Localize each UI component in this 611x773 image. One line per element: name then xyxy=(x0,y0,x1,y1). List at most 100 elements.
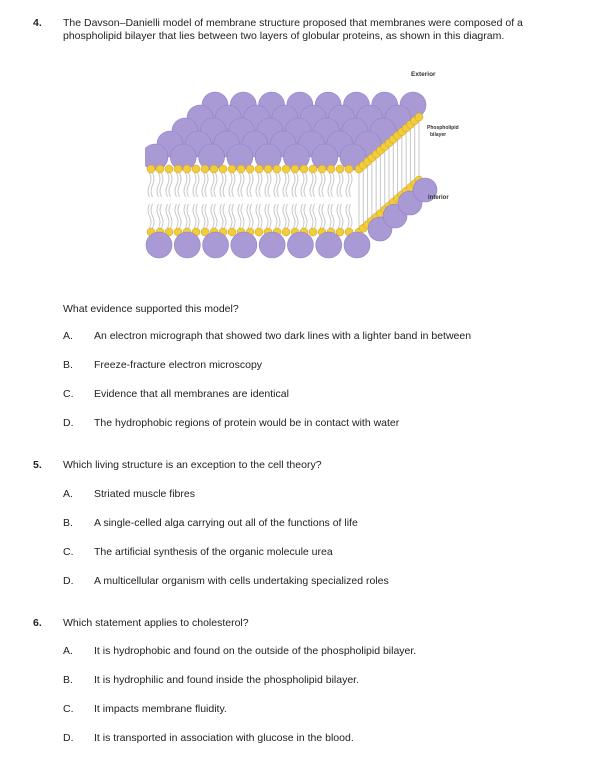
phospholipid-head xyxy=(272,164,282,174)
fatty-acid-tail xyxy=(339,172,344,198)
fatty-acid-tail xyxy=(183,203,188,229)
option-letter: A. xyxy=(63,645,73,657)
globular-protein xyxy=(258,231,286,259)
fatty-acid-tail xyxy=(210,172,215,198)
option-text: A single-celled alga carrying out all of… xyxy=(94,517,358,529)
fatty-acid-tail xyxy=(228,203,233,229)
globular-protein xyxy=(315,231,343,259)
fatty-acid-tail xyxy=(327,203,332,229)
phospholipid-head xyxy=(254,227,264,237)
option-text: An electron micrograph that showed two d… xyxy=(94,330,472,342)
fatty-acid-tail xyxy=(258,172,263,198)
fatty-acid-tail xyxy=(309,172,314,198)
fatty-acid-tail xyxy=(285,203,290,229)
phospholipid-head xyxy=(308,227,318,237)
option-text: The artificial synthesis of the organic … xyxy=(94,546,333,558)
fatty-acid-tail xyxy=(246,172,251,198)
fatty-acid-tail xyxy=(348,203,353,229)
fatty-acid-tail xyxy=(327,172,332,198)
phospholipid-label-line2: bilayer xyxy=(430,132,446,138)
phospholipid-head xyxy=(227,164,237,174)
option-letter: C. xyxy=(63,546,74,558)
fatty-acid-tail xyxy=(222,172,227,198)
globular-protein xyxy=(145,231,173,259)
option-text: It impacts membrane fluidity. xyxy=(94,703,227,715)
phospholipid-head xyxy=(317,164,327,174)
option-letter: B. xyxy=(63,674,73,686)
globular-protein xyxy=(173,231,201,259)
fatty-acid-tail xyxy=(264,172,269,198)
fatty-acid-tail xyxy=(237,172,242,198)
option-text: Evidence that all membranes are identica… xyxy=(94,388,289,400)
fatty-acid-tail xyxy=(177,203,182,229)
phospholipid-head xyxy=(182,164,192,174)
phospholipid-head xyxy=(308,164,318,174)
phospholipid-head xyxy=(200,164,210,174)
phospholipid-head xyxy=(191,164,201,174)
fatty-acid-tail xyxy=(282,203,287,229)
fatty-acid-tail xyxy=(177,172,182,198)
fatty-acid-tail xyxy=(150,203,155,229)
fatty-acid-tail xyxy=(300,172,305,198)
fatty-acid-tail xyxy=(222,203,227,229)
globular-protein xyxy=(169,143,197,171)
fatty-acid-tail xyxy=(240,203,245,229)
fatty-acid-tail xyxy=(201,203,206,229)
fatty-acid-tail xyxy=(156,203,161,229)
fatty-acid-tail xyxy=(168,172,173,198)
phospholipid-head xyxy=(164,164,174,174)
fatty-acid-tail xyxy=(192,203,197,229)
option-text: It is hydrophilic and found inside the p… xyxy=(94,674,360,686)
phospholipid-head xyxy=(146,164,156,174)
fatty-acid-tail xyxy=(165,203,170,229)
option-letter: D. xyxy=(63,417,74,429)
question-4-text-line2: phospholipid bilayer that lies between t… xyxy=(63,30,505,42)
option-letter: D. xyxy=(63,732,74,744)
option-text: It is transported in association with gl… xyxy=(94,732,354,744)
fatty-acid-tail xyxy=(147,172,152,198)
fatty-acid-tail xyxy=(336,172,341,198)
globular-protein xyxy=(412,177,438,203)
phospholipid-head xyxy=(414,112,424,122)
phospholipid-head xyxy=(326,164,336,174)
phospholipid-head xyxy=(281,227,291,237)
question-4-number: 4. xyxy=(33,17,42,29)
fatty-acid-tail xyxy=(186,203,191,229)
fatty-acid-tail xyxy=(318,172,323,198)
fatty-acid-tail xyxy=(147,203,152,229)
fatty-acid-tail xyxy=(294,203,299,229)
fatty-acid-tail xyxy=(255,172,260,198)
fatty-acid-tail xyxy=(267,203,272,229)
fatty-acid-tail xyxy=(183,172,188,198)
phospholipid-head xyxy=(281,164,291,174)
fatty-acid-tail xyxy=(192,172,197,198)
fatty-acid-tail xyxy=(330,172,335,198)
option-letter: A. xyxy=(63,330,73,342)
globular-protein xyxy=(230,231,258,259)
fatty-acid-tail xyxy=(246,203,251,229)
option-letter: D. xyxy=(63,575,74,587)
fatty-acid-tail xyxy=(348,172,353,198)
globular-protein xyxy=(343,231,371,259)
phospholipid-head xyxy=(335,227,345,237)
option-text: It is hydrophobic and found on the outsi… xyxy=(94,645,417,657)
fatty-acid-tail xyxy=(174,203,179,229)
option-text: A multicellular organism with cells unde… xyxy=(94,575,389,587)
fatty-acid-tail xyxy=(273,172,278,198)
fatty-acid-tail xyxy=(156,172,161,198)
fatty-acid-tail xyxy=(321,203,326,229)
fatty-acid-tail xyxy=(231,203,236,229)
interior-label: Interior xyxy=(428,195,449,201)
option-text: The hydrophobic regions of protein would… xyxy=(94,417,400,429)
phospholipid-head xyxy=(227,227,237,237)
phospholipid-head xyxy=(254,164,264,174)
fatty-acid-tail xyxy=(237,203,242,229)
fatty-acid-tail xyxy=(201,172,206,198)
fatty-acid-tail xyxy=(249,203,254,229)
phospholipid-head xyxy=(335,164,345,174)
phospholipid-head xyxy=(173,164,183,174)
fatty-acid-tail xyxy=(174,172,179,198)
question-6-text: Which statement applies to cholesterol? xyxy=(63,617,249,629)
question-5-number: 5. xyxy=(33,459,42,471)
fatty-acid-tail xyxy=(255,203,260,229)
